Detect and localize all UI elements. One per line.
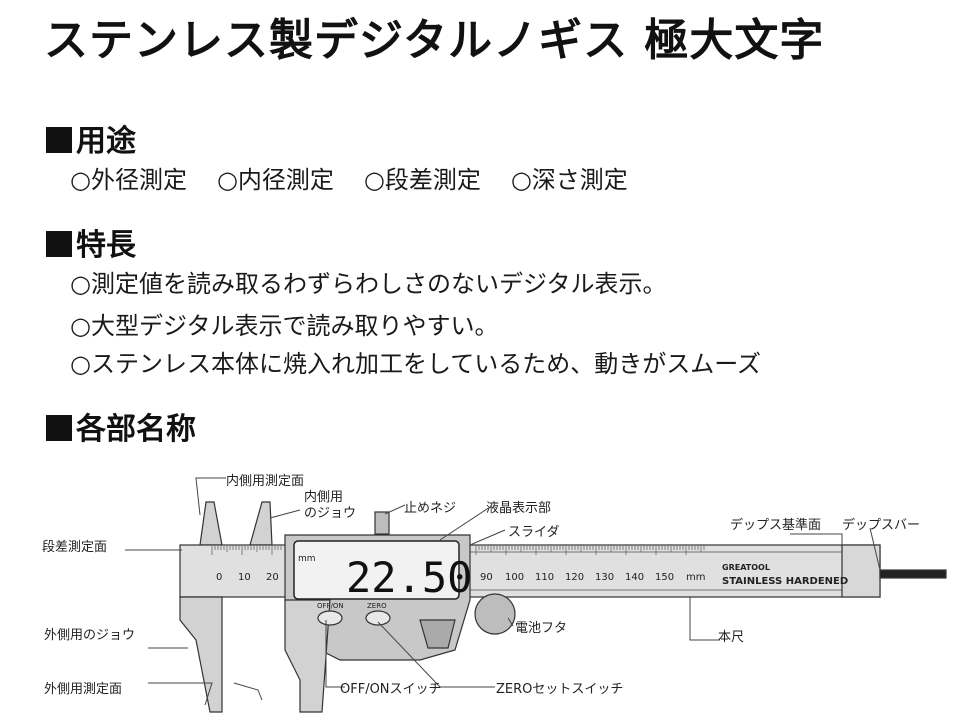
- features-heading: 特長: [46, 220, 136, 264]
- scale-number: 140: [625, 572, 644, 583]
- scale-number: 20: [266, 572, 279, 583]
- moving-inner-jaw: [249, 501, 273, 546]
- caliper-diagram: mm 22.50 OFF/ON ZERO 0 10 20 90 100 110 …: [125, 477, 947, 713]
- lcd-display: [293, 540, 460, 600]
- usage-heading: 用途: [46, 116, 136, 160]
- zero-button-label: ZERO: [367, 602, 387, 610]
- label-lock-screw: 止めネジ: [404, 501, 457, 516]
- feature-item: ○ステンレス本体に焼入れ加工をしているため、動きがスムーズ: [70, 350, 762, 378]
- offon-button[interactable]: [317, 610, 343, 626]
- depth-bar: [879, 569, 947, 579]
- features-heading-text: 特長: [76, 228, 136, 263]
- zero-button[interactable]: [365, 610, 391, 626]
- offon-button-label: OFF/ON: [317, 602, 344, 610]
- label-main-scale: 本尺: [718, 630, 745, 645]
- moving-outer-jaw: [284, 599, 331, 713]
- depth-reference-face: [841, 544, 881, 598]
- label-battery-cover: 電池フタ: [515, 621, 568, 636]
- usage-item: ○内径測定: [216, 166, 334, 194]
- label-lcd: 液晶表示部: [486, 501, 552, 516]
- label-inner-jaw-1: 内側用: [304, 490, 344, 505]
- scale-number: 110: [535, 572, 554, 583]
- parts-heading: 各部名称: [46, 404, 196, 448]
- label-depth-bar: デップスバー: [842, 518, 921, 533]
- scale-number: 100: [505, 572, 524, 583]
- usage-item: ○段差測定: [363, 166, 481, 194]
- label-inner-measuring-face: 内側用測定面: [226, 474, 305, 489]
- label-offon-switch: OFF/ONスイッチ: [340, 682, 442, 697]
- leader-lines: [125, 477, 881, 706]
- thumb-grip: [419, 619, 456, 649]
- square-bullet-icon: [46, 127, 72, 153]
- display-value: 22.50: [346, 553, 472, 602]
- scale-number: 130: [595, 572, 614, 583]
- page-title: ステンレス製デジタルノギス 極大文字: [44, 15, 825, 66]
- label-depth-reference: デップス基準面: [730, 518, 822, 533]
- usage-list: ○外径測定 ○内径測定 ○段差測定 ○深さ測定: [70, 160, 658, 195]
- scale-number: 120: [565, 572, 584, 583]
- usage-item: ○外径測定: [70, 166, 187, 194]
- lock-screw: [374, 511, 390, 535]
- feature-item: ○測定値を読み取るわずらわしさのないデジタル表示。: [70, 270, 667, 298]
- scale-number: 90: [480, 572, 493, 583]
- main-scale-ticks: [211, 546, 705, 555]
- feature-item: ○大型デジタル表示で読み取りやすい。: [70, 312, 499, 340]
- square-bullet-icon: [46, 231, 72, 257]
- stainless-stamp: STAINLESS HARDENED: [722, 576, 848, 587]
- brand-logo: GREATOOL: [722, 563, 770, 572]
- label-outer-measuring-face: 外側用測定面: [44, 682, 123, 697]
- scale-unit: mm: [686, 572, 705, 583]
- fixed-outer-jaw: [179, 596, 223, 713]
- battery-cover: [474, 593, 516, 635]
- fixed-inner-jaw: [199, 501, 223, 546]
- label-slider: スライダ: [508, 525, 560, 540]
- usage-heading-text: 用途: [76, 124, 136, 159]
- label-zero-switch: ZEROセットスイッチ: [496, 682, 624, 697]
- scale-number: 0: [216, 572, 222, 583]
- scale-number: 150: [655, 572, 674, 583]
- display-unit: mm: [298, 554, 316, 564]
- square-bullet-icon: [46, 415, 72, 441]
- label-outer-jaw: 外側用のジョウ: [44, 628, 136, 643]
- label-step-face: 段差測定面: [42, 540, 108, 555]
- scale-number: 10: [238, 572, 251, 583]
- usage-item: ○深さ測定: [510, 166, 628, 194]
- parts-heading-text: 各部名称: [76, 412, 196, 447]
- label-inner-jaw-2: のジョウ: [304, 506, 357, 521]
